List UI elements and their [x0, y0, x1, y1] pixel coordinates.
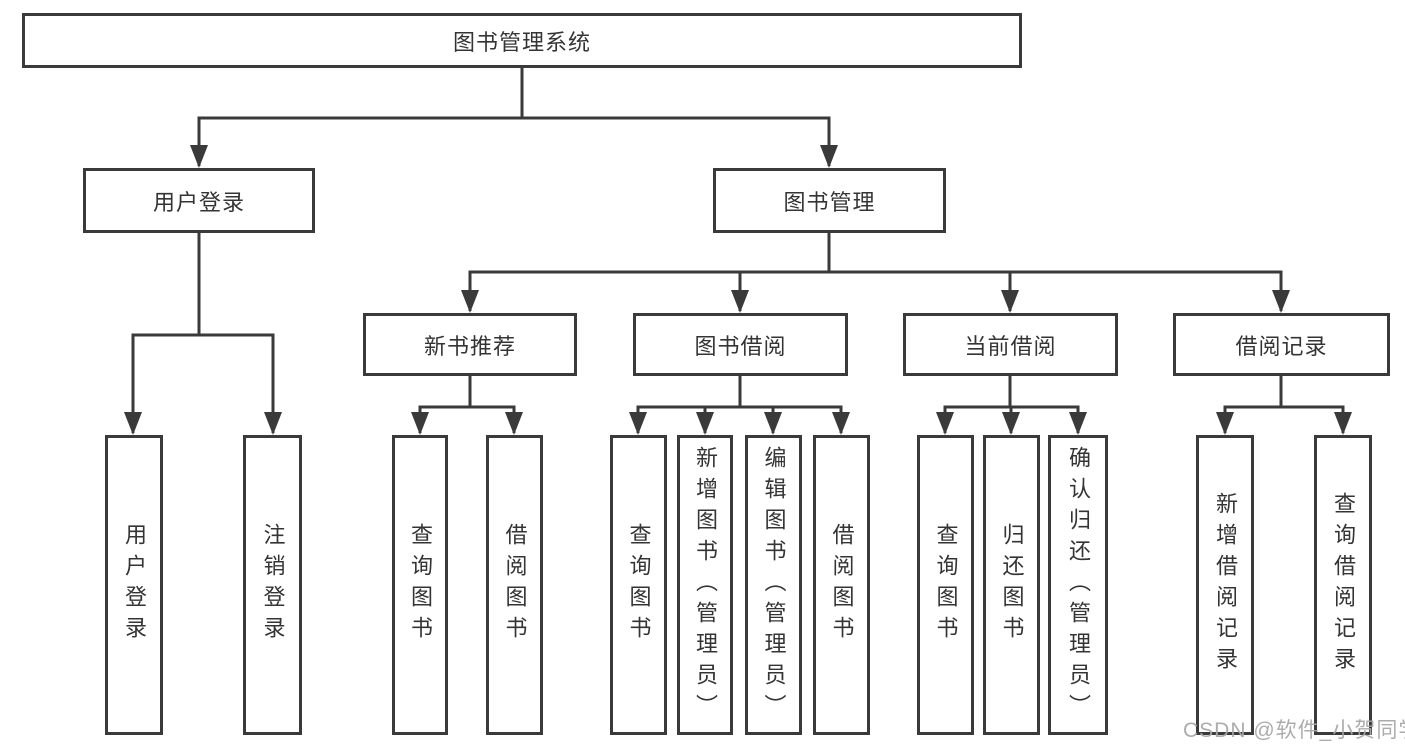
- node-user-login: 用户登录: [83, 168, 315, 233]
- node-current-borrowing-label: 当前借阅: [964, 333, 1057, 359]
- leaf-user-login-label: 用户登录: [122, 523, 147, 647]
- leaf-logout: 注销登录: [243, 435, 302, 735]
- node-new-book-recommend: 新书推荐: [363, 313, 577, 376]
- node-new-book-recommend-label: 新书推荐: [423, 333, 516, 359]
- leaf-logout-label: 注销登录: [260, 523, 286, 647]
- leaf-add-borrow-record: 新增借阅记录: [1196, 435, 1254, 735]
- leaf-query-books-1-label: 查询图书: [408, 523, 433, 647]
- leaf-add-books-admin: 新增图书（管理员）: [677, 435, 733, 735]
- leaf-query-books-1: 查询图书: [392, 435, 448, 735]
- leaf-add-borrow-record-label: 新增借阅记录: [1213, 492, 1238, 678]
- leaf-query-books-3: 查询图书: [917, 435, 974, 735]
- node-book-management: 图书管理: [713, 168, 946, 233]
- leaf-query-borrow-record: 查询借阅记录: [1314, 435, 1372, 735]
- leaf-borrow-books-1-label: 借阅图书: [502, 523, 528, 647]
- node-current-borrowing: 当前借阅: [903, 313, 1118, 376]
- node-book-management-label: 图书管理: [783, 189, 876, 215]
- node-user-login-label: 用户登录: [152, 189, 245, 215]
- leaf-query-books-2-label: 查询图书: [626, 523, 652, 647]
- leaf-borrow-books-2-label: 借阅图书: [829, 523, 855, 647]
- arrowheads: [124, 145, 1352, 435]
- leaf-return-books-label: 归还图书: [999, 523, 1025, 647]
- node-root-label: 图书管理系统: [452, 29, 591, 55]
- node-root: 图书管理系统: [22, 13, 1022, 68]
- leaf-edit-books-admin: 编辑图书（管理员）: [745, 435, 802, 735]
- node-borrowing-records: 借阅记录: [1173, 313, 1390, 376]
- leaf-query-books-3-label: 查询图书: [933, 523, 959, 647]
- leaf-add-books-admin-label: 新增图书（管理员）: [693, 445, 718, 725]
- leaf-borrow-books-2: 借阅图书: [813, 435, 870, 735]
- node-borrowing-records-label: 借阅记录: [1235, 333, 1328, 359]
- leaf-borrow-books-1: 借阅图书: [486, 435, 543, 735]
- leaf-confirm-return-admin-label: 确认归还（管理员）: [1066, 445, 1091, 725]
- node-book-borrowing-label: 图书借阅: [694, 333, 787, 359]
- leaf-user-login: 用户登录: [105, 435, 163, 735]
- watermark: CSDN @软件_小贺同学: [1183, 719, 1405, 742]
- leaf-query-books-2: 查询图书: [610, 435, 667, 735]
- leaf-query-borrow-record-label: 查询借阅记录: [1331, 492, 1356, 678]
- leaf-edit-books-admin-label: 编辑图书（管理员）: [761, 445, 787, 725]
- node-book-borrowing: 图书借阅: [633, 313, 848, 376]
- leaf-return-books: 归还图书: [983, 435, 1040, 735]
- leaf-confirm-return-admin: 确认归还（管理员）: [1048, 435, 1108, 735]
